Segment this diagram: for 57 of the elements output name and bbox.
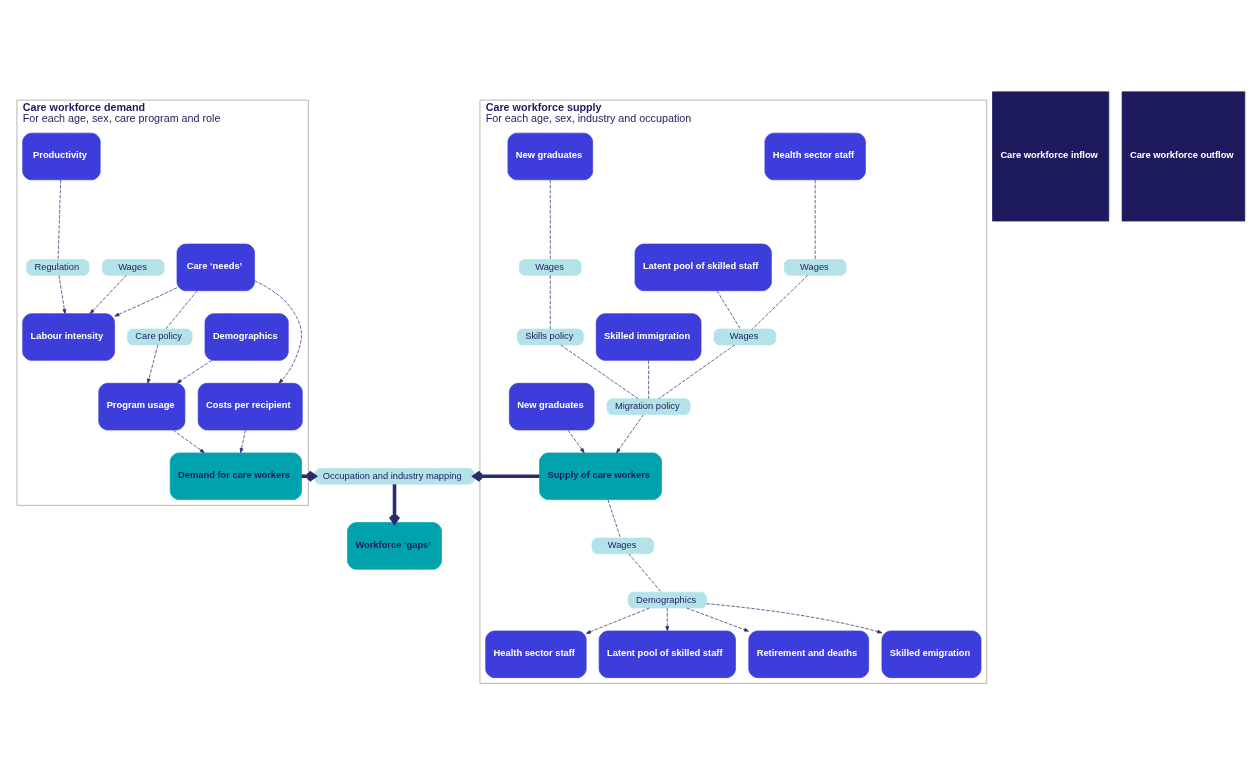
- node-box: Skilled emigration: [881, 630, 982, 678]
- arrow: [254, 279, 302, 384]
- arrow: [686, 607, 749, 632]
- node-box: Demand for care workers: [169, 452, 302, 500]
- arrow: [147, 344, 159, 384]
- connector: [648, 359, 649, 399]
- node-box: Latent pool of skilled staff: [598, 630, 736, 678]
- node-box: Latent pool of skilled staff: [634, 243, 772, 291]
- node-box: Wages: [591, 537, 654, 554]
- node-box: Retirement and deaths: [748, 630, 869, 678]
- node-box: Demographics: [627, 591, 707, 608]
- arrow: [585, 607, 650, 634]
- arrow: [388, 483, 401, 524]
- node-box: Labour intensity: [22, 312, 115, 361]
- node-box: Wages: [519, 258, 582, 276]
- connector: [560, 344, 639, 399]
- arrow: [89, 274, 127, 314]
- node-box: New graduates: [509, 382, 595, 430]
- connector: [607, 498, 621, 538]
- connector: [751, 274, 808, 329]
- node-box: New graduates: [507, 132, 593, 180]
- node-box: Care ‘needs’: [176, 243, 255, 291]
- node-box: Health sector staff: [764, 132, 866, 180]
- node-box: Productivity: [22, 132, 101, 180]
- arrow: [472, 469, 540, 482]
- arrow: [706, 602, 883, 633]
- connector: [716, 289, 741, 329]
- connector: [658, 344, 735, 399]
- node-box: Wages: [783, 258, 847, 276]
- node-box: Health sector staff: [485, 630, 587, 678]
- node-box: Program usage: [98, 382, 186, 430]
- node-box: Costs per recipient: [197, 382, 303, 430]
- connector: [549, 179, 551, 260]
- node-box: Skills policy: [516, 328, 584, 345]
- node-box: Wages: [713, 328, 777, 345]
- node-box: Demographics: [204, 312, 289, 361]
- node-box: Care policy: [127, 328, 193, 345]
- arrow: [58, 274, 67, 314]
- node-box: Workforce ‘gaps’: [347, 521, 442, 570]
- connector: [165, 289, 198, 329]
- arrow: [176, 359, 213, 383]
- arrow: [665, 607, 670, 631]
- arrow: [239, 429, 246, 453]
- node-box: Supply of care workers: [539, 452, 662, 500]
- arrow: [616, 413, 644, 453]
- connector: [57, 179, 62, 260]
- arrow: [114, 286, 178, 317]
- arrow: [567, 429, 585, 453]
- node-box: Migration policy: [606, 397, 691, 415]
- node-box: Regulation: [26, 258, 90, 276]
- node-box: Care workforce inflow: [992, 91, 1110, 221]
- arrow: [172, 429, 205, 453]
- node-box: Skilled immigration: [595, 312, 702, 361]
- connector: [628, 553, 662, 592]
- node-box: Occupation and industry mapping: [314, 467, 475, 485]
- node-box: Care workforce outflow: [1121, 91, 1246, 221]
- node-box: Wages: [102, 258, 165, 276]
